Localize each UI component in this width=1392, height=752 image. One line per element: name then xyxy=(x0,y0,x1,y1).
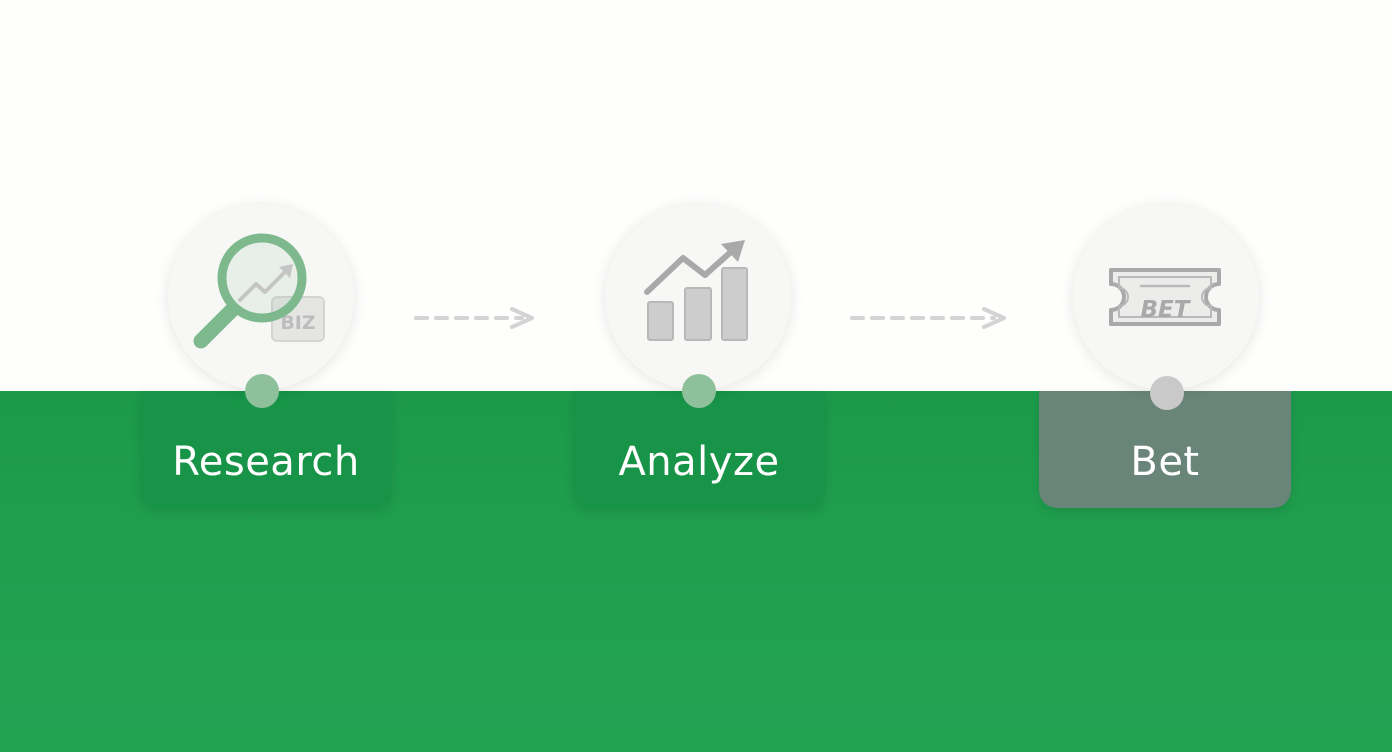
step-label-analyze: Analyze xyxy=(618,438,780,485)
step-icon-circle-research: BIZ xyxy=(168,204,354,390)
step-dot-bet xyxy=(1150,376,1184,410)
step-card-research[interactable]: Research xyxy=(140,391,392,508)
bet-ticket-icon: BET xyxy=(1109,268,1221,326)
magnifier-chart-icon: BIZ xyxy=(193,233,325,349)
step-dot-research xyxy=(245,374,279,408)
step-card-analyze[interactable]: Analyze xyxy=(573,391,825,508)
arrow-right-icon-2 xyxy=(850,307,1006,329)
bet-ticket-text: BET xyxy=(1141,297,1192,323)
arrow-right-icon xyxy=(414,307,534,329)
step-label-research: Research xyxy=(172,438,360,485)
research-badge-text: BIZ xyxy=(280,312,315,334)
step-icon-circle-analyze xyxy=(605,204,791,390)
step-dot-analyze xyxy=(682,374,716,408)
step-label-bet: Bet xyxy=(1130,438,1200,485)
step-card-bet[interactable]: Bet xyxy=(1039,391,1291,508)
bar-chart-icon xyxy=(644,240,748,341)
step-icon-circle-bet: BET xyxy=(1073,204,1259,390)
